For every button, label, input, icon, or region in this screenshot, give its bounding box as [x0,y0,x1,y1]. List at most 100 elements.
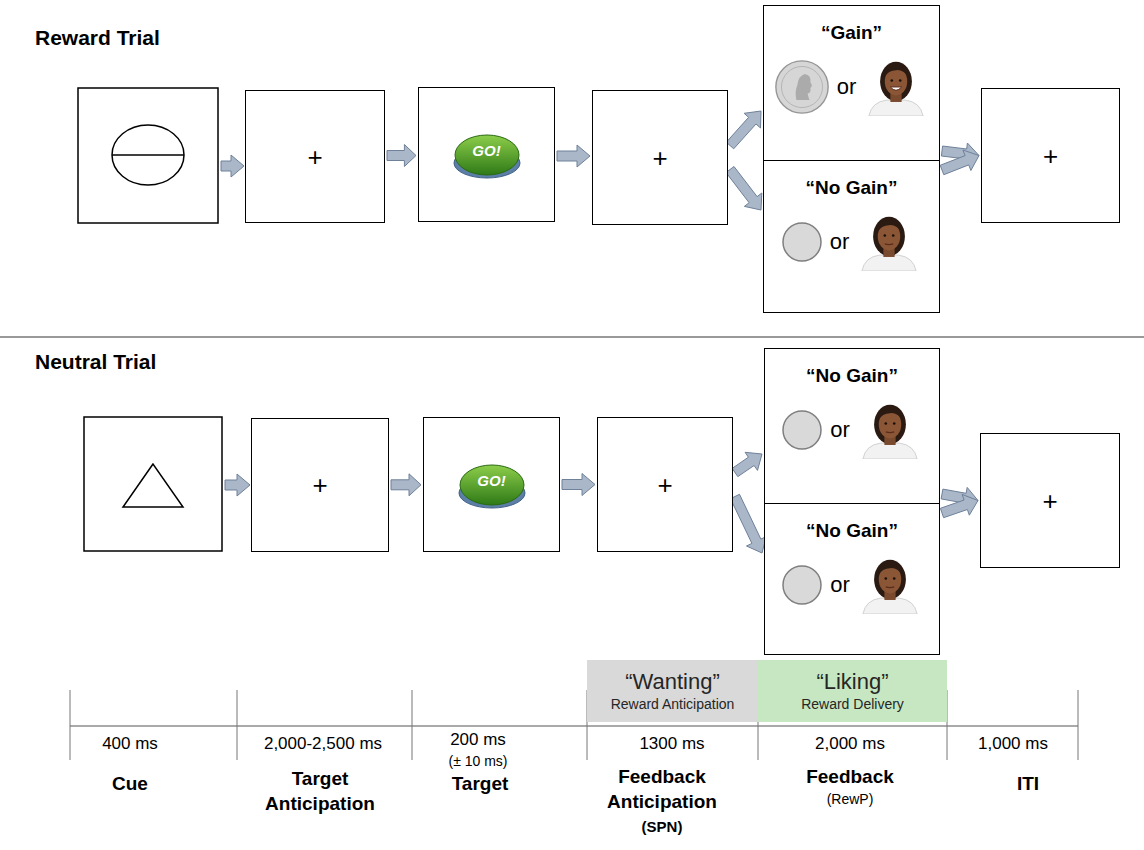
button-top [455,135,519,175]
target-box: GO! [418,87,555,222]
hair-top [877,218,902,233]
fixation-box: + [980,433,1120,568]
label-slot: 400 ms [55,733,205,755]
duration-label: 400 ms [55,733,205,755]
grey-circle-shape [783,411,821,449]
timeline-axis [70,725,1078,726]
reward-cue-circle [112,125,184,185]
block-arrow [940,150,979,175]
band-subtitle: Reward Anticipation [611,695,735,713]
phase-label: (SPN) [587,817,737,837]
neutral-face-photo [857,401,923,459]
duration-label: (RewP) [770,790,930,808]
hair-top [878,406,903,421]
duration-label: (± 10 ms) [403,752,553,770]
fixation-cross: + [657,472,672,498]
shirt [869,100,923,116]
mouth [885,243,893,245]
shirt [863,443,917,459]
label-slot: 200 ms [403,729,553,751]
feedback-box: “No Gain”or [764,348,940,504]
go-text: GO! [477,473,505,488]
phase-label: Feedback [770,765,930,790]
phase-label: Target [405,772,555,797]
shirt [862,255,916,271]
or-text: or [830,572,850,598]
fixation-cross: + [1043,143,1058,169]
duration-label: 2,000-2,500 ms [243,733,403,755]
label-slot: (± 10 ms) [403,752,553,770]
block-arrow [391,474,421,496]
feedback-row: or [774,58,930,116]
grey-circle-shape [783,223,821,261]
block-arrow [732,452,762,476]
fixation-box: + [597,417,733,552]
block-arrow [726,111,761,149]
timeline-tick [237,690,238,760]
label-slot: 1,000 ms [953,733,1073,755]
block-arrow [221,155,244,177]
eye [892,234,895,237]
go-text: GO! [472,143,500,158]
mouth [886,586,894,588]
label-slot: (SPN) [587,817,737,837]
duration-label: 200 ms [403,729,553,751]
band-title: “Liking” [816,669,888,695]
phase-label: Target Anticipation [245,767,395,816]
mouth [886,431,894,433]
phase-band: “Liking”Reward Delivery [758,660,947,722]
eye [884,577,887,580]
eye [899,79,902,82]
duration-label: 2,000 ms [775,733,925,755]
cue-box [78,88,218,223]
cue-box [84,417,222,551]
target-box: GO! [423,417,560,552]
feedback-heading: “No Gain” [806,177,898,199]
band-title: “Wanting” [625,669,720,695]
block-arrow [940,494,978,517]
timeline-tick [412,690,413,760]
fixation-cross: + [307,144,322,170]
timeline-tick [1078,690,1079,760]
eye [884,422,887,425]
coin-rim [776,61,828,113]
feedback-row: or [781,401,923,459]
block-arrow [726,167,762,211]
coin-inner [781,66,822,107]
feedback-row: or [781,213,923,271]
trial-heading: Neutral Trial [35,348,335,375]
label-slot: (RewP) [770,790,930,808]
mouth [891,87,902,90]
hair-back [874,405,906,444]
smiling-face-photo [863,58,929,116]
label-slot: 1300 ms [597,733,747,755]
band-subtitle: Reward Delivery [801,695,904,713]
feedback-heading: “No Gain” [806,520,898,542]
fixation-cross: + [1042,488,1057,514]
grey-circle [781,564,823,606]
trial-heading: Reward Trial [35,24,335,51]
block-arrow [731,494,767,553]
timeline-tick [70,690,71,760]
fixation-box: + [245,90,385,223]
label-slot: Target [405,772,555,797]
fixation-cross: + [652,145,667,171]
or-text: or [837,74,857,100]
label-slot: Cue [55,772,205,797]
eye [893,422,896,425]
label-slot: Reward Trial [35,24,335,51]
neutral-face-photo [856,213,922,271]
phase-label: Feedback Anticipation [587,765,737,814]
hair-back [874,560,906,599]
phase-band: “Wanting”Reward Anticipation [587,660,758,722]
fixation-box: + [981,88,1120,223]
block-arrow [557,145,590,167]
hair-back [873,217,905,256]
coin-profile [795,74,811,100]
eye [891,79,894,82]
feedback-box: “No Gain” or [763,160,940,313]
phase-label: ITI [978,772,1078,797]
neutral-cue-triangle [123,464,183,507]
button-top [460,465,524,505]
